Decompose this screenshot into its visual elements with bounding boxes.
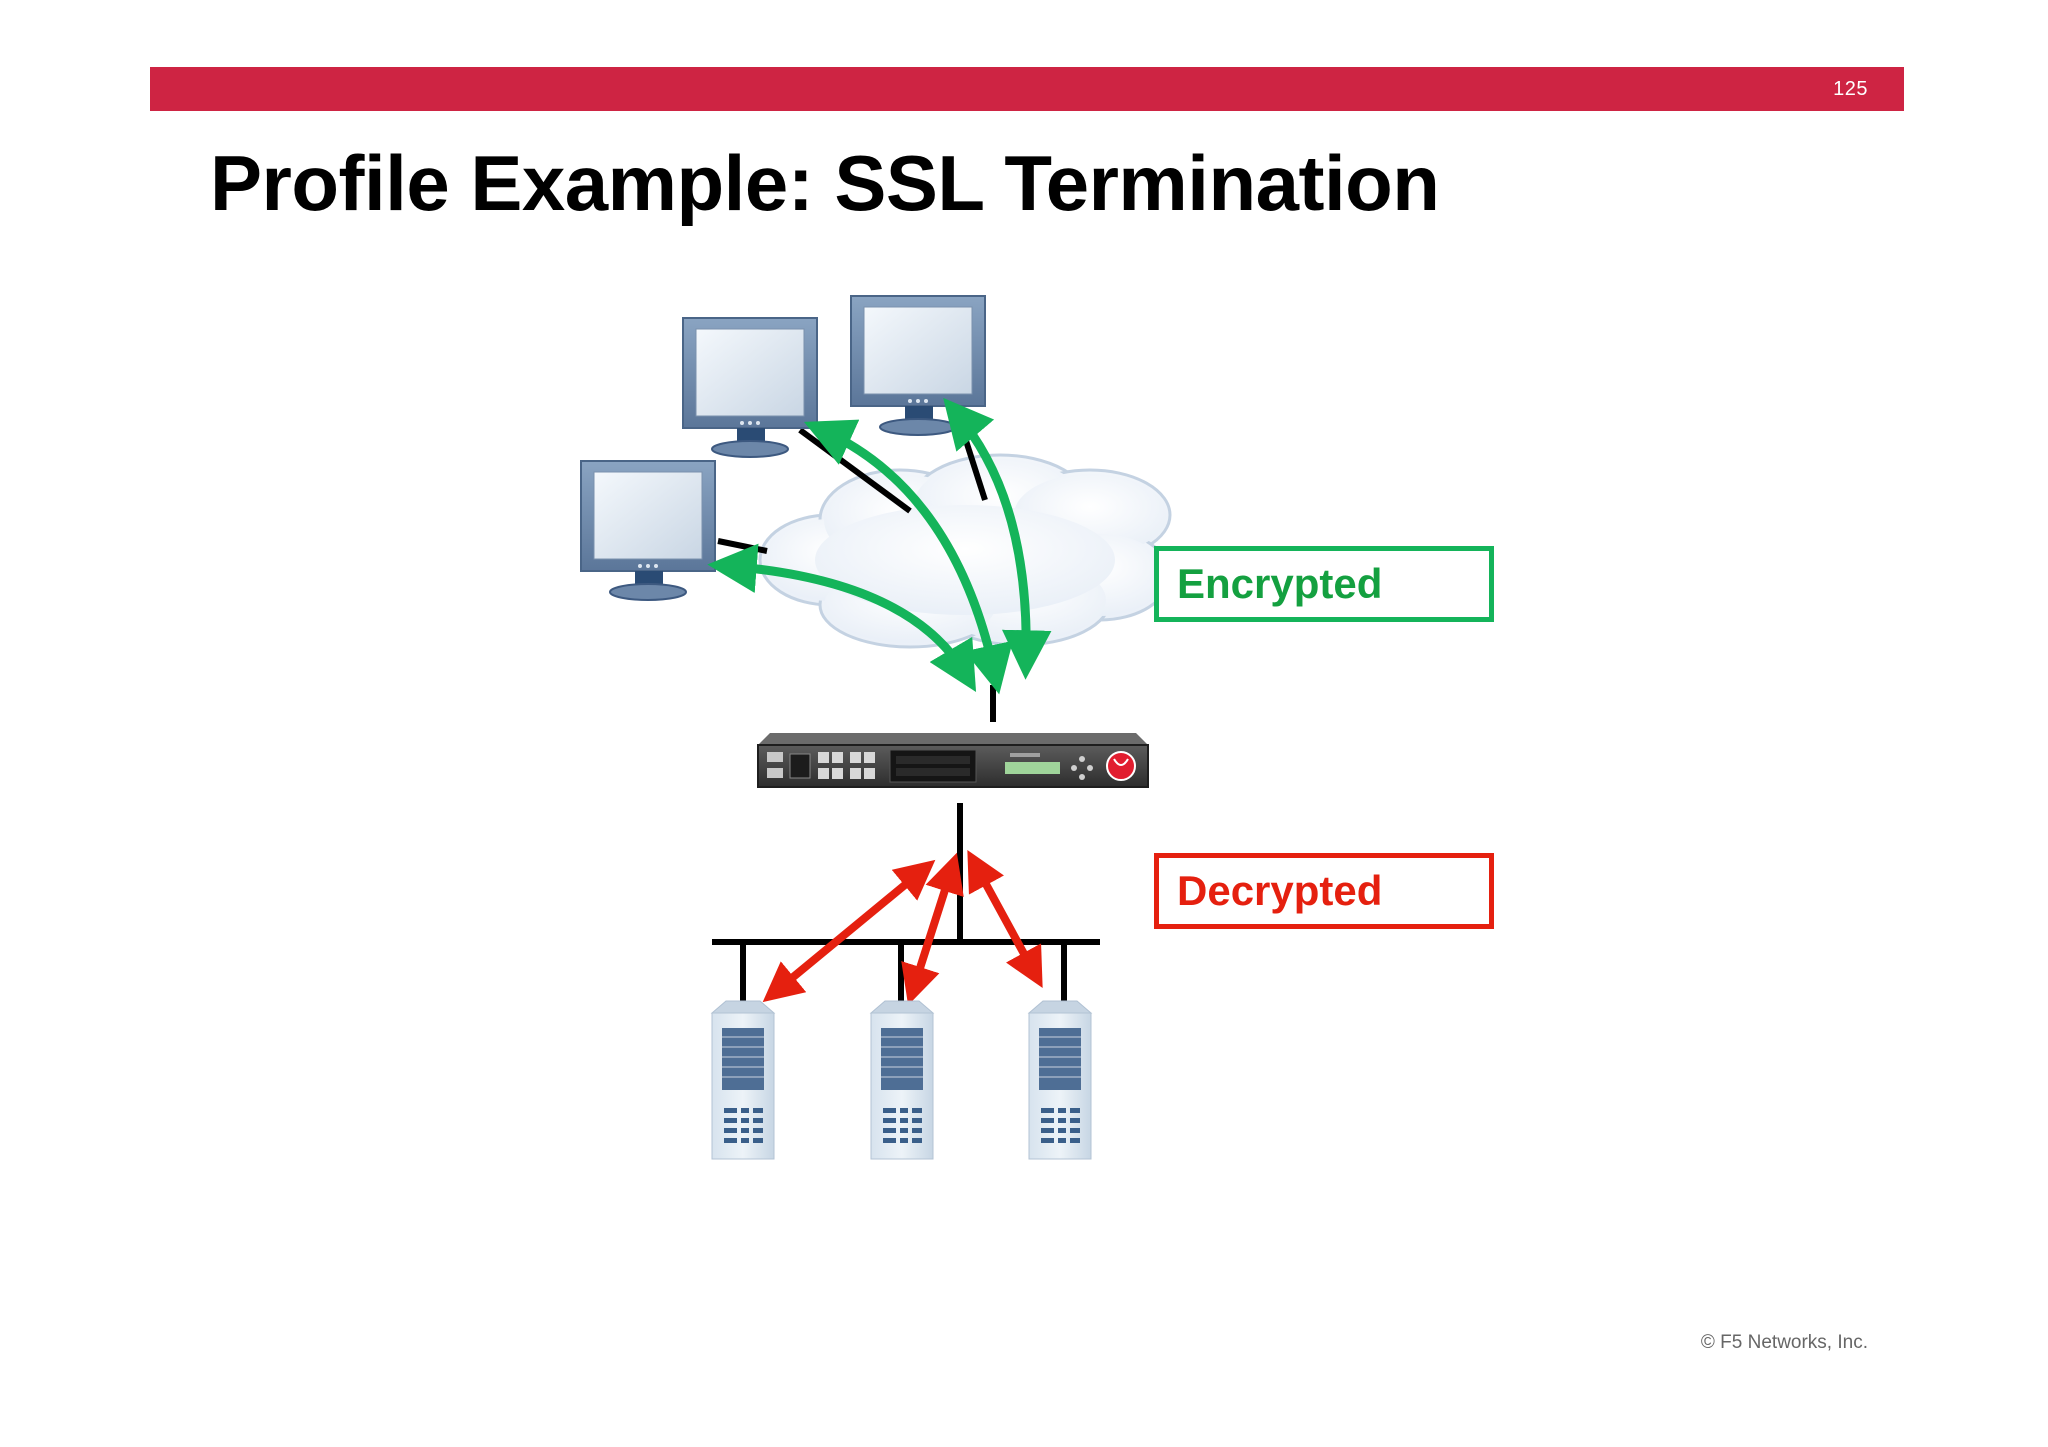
server-icon — [869, 1000, 935, 1160]
decrypted-label: Decrypted — [1154, 853, 1494, 929]
monitor-icon — [682, 317, 818, 458]
monitor-icon — [580, 460, 716, 601]
slide-title: Profile Example: SSL Termination — [210, 139, 1440, 227]
slide-number: 125 — [1833, 78, 1868, 100]
server-icon — [1027, 1000, 1093, 1160]
monitor-icon — [850, 295, 986, 436]
server-icon — [710, 1000, 776, 1160]
encrypted-traffic-arrows — [707, 397, 1052, 695]
encrypted-label: Encrypted — [1154, 546, 1494, 622]
f5-appliance-icon — [757, 733, 1149, 788]
header-bar: 125 — [150, 67, 1904, 111]
copyright-footer: © F5 Networks, Inc. — [1700, 1332, 1868, 1353]
cloud-icon — [758, 453, 1172, 649]
decrypted-traffic-arrows — [762, 849, 1043, 1006]
